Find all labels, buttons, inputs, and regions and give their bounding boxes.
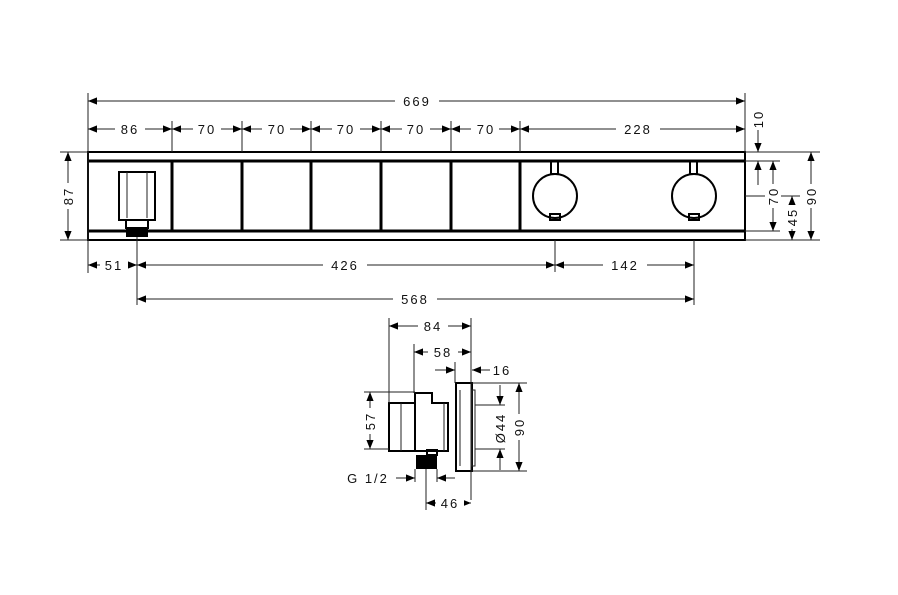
dim-knob-center-height: 45: [785, 208, 800, 226]
knob-1: [532, 160, 578, 221]
dim-outlet-offset: 51: [105, 258, 123, 273]
thread-fitting: [416, 455, 437, 469]
dim-total-depth: 84: [424, 319, 442, 334]
dim-segment: 228: [624, 122, 652, 137]
dim-plate-depth: 16: [493, 363, 511, 378]
dim-segment: 70: [407, 122, 425, 137]
dim-segment: 86: [121, 122, 139, 137]
dim-height-left: 87: [61, 187, 76, 205]
panel-outline: [87, 151, 746, 241]
dim-top-offset: 10: [751, 110, 766, 128]
button-dividers: [170, 161, 522, 231]
dim-thread: G 1/2: [347, 471, 389, 486]
knob-2: [671, 160, 717, 221]
dim-overall-height: 90: [804, 187, 819, 205]
body-front: [414, 392, 449, 452]
side-view: 84 58 16 57 Ø44 90 G 1/2 46: [347, 318, 527, 511]
dim-outlet-to-knob2: 568: [401, 292, 429, 307]
dim-outlet-to-knob1: 426: [331, 258, 359, 273]
dim-segment: 70: [337, 122, 355, 137]
dim-segment: 70: [198, 122, 216, 137]
dim-button-height: 70: [766, 187, 781, 205]
dim-segment: 70: [268, 122, 286, 137]
dim-knob-spacing: 142: [611, 258, 639, 273]
dim-segment: 70: [477, 122, 495, 137]
dim-outlet-depth: 46: [441, 496, 459, 511]
body-back: [388, 402, 416, 452]
cover-plate: [455, 382, 473, 472]
front-view: 669 86 70 70 70 70 70 228 87 51 426 142 …: [60, 93, 820, 307]
dim-plate-height: 90: [512, 418, 527, 436]
hose-outlet: [118, 171, 156, 237]
dim-overall-width: 669: [403, 94, 431, 109]
dim-body-depth: 58: [434, 345, 452, 360]
dim-knob-diameter: Ø44: [493, 413, 508, 444]
dim-body-height: 57: [363, 412, 378, 430]
